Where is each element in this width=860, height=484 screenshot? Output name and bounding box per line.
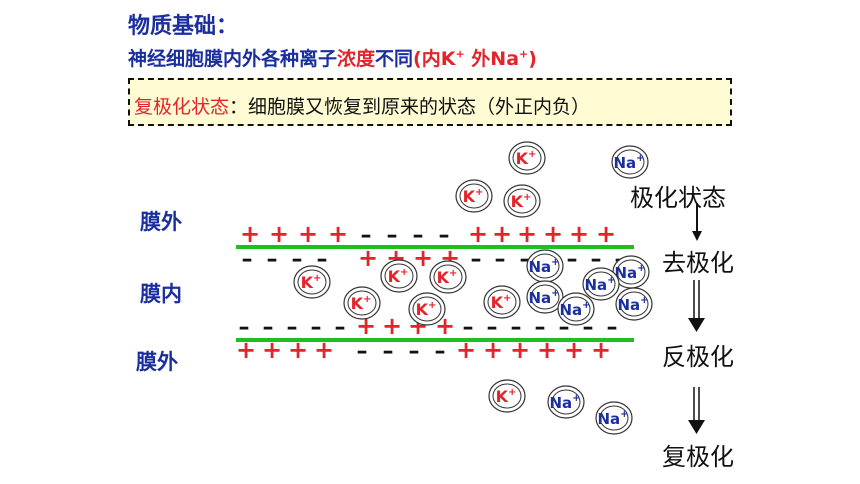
plus-charge: +: [468, 220, 488, 248]
minus-charge: –: [361, 223, 372, 248]
label-outer-top: 膜外: [140, 210, 182, 234]
minus-charge: –: [535, 315, 546, 340]
plus-charge: +: [240, 220, 260, 248]
note-red-label: 复极化状态: [134, 96, 230, 118]
plus-charge: +: [262, 336, 282, 364]
minus-charge: –: [511, 315, 522, 340]
plus-charge: +: [537, 336, 557, 364]
potassium-ion: K+: [343, 286, 381, 320]
minus-charge: –: [239, 315, 250, 340]
minus-charge: –: [317, 247, 328, 272]
potassium-ion: K+: [293, 265, 331, 299]
minus-charge: –: [292, 247, 303, 272]
minus-charge: –: [409, 339, 420, 364]
ion-markers: K+K+K+Na+K+K+K+K+K+K+Na+Na+Na+Na+Na+Na+K…: [293, 141, 653, 435]
potassium-ion: K+: [483, 285, 521, 319]
minus-charge: –: [471, 247, 482, 272]
double-arrow-down-icon: [688, 280, 705, 332]
plus-charge: +: [492, 220, 512, 248]
plus-charge: +: [288, 336, 308, 364]
label-outer-bottom: 膜外: [136, 350, 178, 374]
subtitle-mid: 外Na: [464, 48, 520, 70]
sodium-ion: Na+: [612, 255, 650, 289]
minus-charge: –: [267, 247, 278, 272]
subtitle: 神经细胞膜内外各种离子浓度不同(内K+ 外Na+): [128, 44, 537, 71]
minus-charge: –: [357, 339, 368, 364]
plus-charge: +: [382, 312, 402, 340]
minus-charge: –: [335, 315, 346, 340]
minus-charge: –: [583, 315, 594, 340]
plus-charge: +: [236, 336, 256, 364]
minus-charge: –: [520, 247, 531, 272]
potassium-ion: K+: [380, 259, 418, 293]
potassium-ion: K+: [408, 292, 446, 326]
subtitle-sup: +: [455, 47, 465, 61]
plus-charge: +: [591, 336, 611, 364]
plus-charge: +: [596, 220, 616, 248]
minus-charge: –: [495, 247, 506, 272]
plus-charge: +: [510, 336, 530, 364]
plus-charge: +: [456, 336, 476, 364]
sodium-ion: Na+: [526, 249, 564, 283]
minus-charge: –: [463, 315, 474, 340]
sodium-ion: Na+: [615, 287, 653, 321]
minus-charge: –: [311, 315, 322, 340]
minus-charge: –: [387, 223, 398, 248]
plus-charge: +: [358, 244, 378, 272]
plus-charge: +: [569, 220, 589, 248]
potassium-ion: K+: [488, 379, 526, 413]
minus-charge: –: [559, 315, 570, 340]
sodium-ion: Na+: [526, 280, 564, 314]
potassium-ion: K+: [429, 260, 467, 294]
sodium-ion: Na+: [611, 145, 649, 179]
note-body: ：细胞膜又恢复到原来的状态（外正内负）: [229, 96, 591, 118]
charge-markers: ++++––––++++++––––++++––––––––––––++++––…: [236, 220, 626, 364]
subtitle-part1: 神经细胞膜内外各种离子: [128, 48, 338, 70]
minus-charge: –: [287, 315, 298, 340]
sodium-ion: Na+: [582, 267, 620, 301]
label-inner: 膜内: [140, 282, 182, 306]
subtitle-paren-close: ): [528, 48, 537, 70]
stage-depolarization: 去极化: [662, 249, 734, 277]
plus-charge: +: [483, 336, 503, 364]
minus-charge: –: [607, 315, 618, 340]
stage-repolarization: 复极化: [662, 443, 734, 471]
page-title: 物质基础：: [128, 14, 239, 39]
plus-charge: +: [314, 336, 334, 364]
plus-charge: +: [328, 220, 348, 248]
minus-charge: –: [263, 315, 274, 340]
minus-charge: –: [591, 247, 602, 272]
note-text: 复极化状态：细胞膜又恢复到原来的状态（外正内负）: [134, 92, 590, 119]
potassium-ion: K+: [508, 141, 546, 175]
note-box: [128, 78, 732, 126]
plus-charge: +: [564, 336, 584, 364]
minus-charge: –: [383, 339, 394, 364]
plus-charge: +: [517, 220, 537, 248]
subtitle-paren-open: (内K: [413, 48, 456, 70]
sodium-ion: Na+: [595, 401, 633, 435]
plus-charge: +: [298, 220, 318, 248]
stage-polarized: 极化状态: [630, 184, 726, 212]
minus-charge: –: [242, 247, 253, 272]
minus-charge: –: [567, 247, 578, 272]
sodium-ion: Na+: [557, 292, 595, 326]
minus-charge: –: [487, 315, 498, 340]
potassium-ion: K+: [503, 184, 541, 218]
subtitle-part2: 不同: [375, 48, 414, 70]
potassium-ion: K+: [455, 179, 493, 213]
double-arrow-down-icon: [688, 387, 705, 434]
stage-reverse-polarization: 反极化: [662, 343, 734, 371]
subtitle-highlight: 浓度: [337, 48, 376, 70]
minus-charge: –: [435, 339, 446, 364]
plus-charge: +: [269, 220, 289, 248]
subtitle-sup2: +: [519, 47, 529, 61]
plus-charge: +: [413, 244, 433, 272]
minus-charge: –: [439, 223, 450, 248]
sodium-ion: Na+: [547, 385, 585, 419]
plus-charge: +: [543, 220, 563, 248]
minus-charge: –: [413, 223, 424, 248]
